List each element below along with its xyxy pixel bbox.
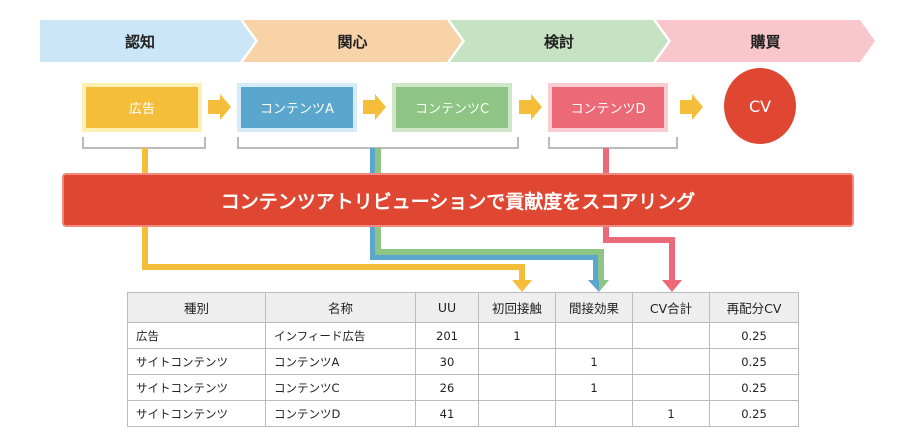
table-cell: サイトコンテンツ [127,400,266,427]
stage-purchase: 購買 [750,32,781,51]
cv-circle [724,68,796,144]
content-c-box [396,87,508,128]
column-header: CV合計 [632,292,710,323]
table-cell: 30 [415,348,479,375]
column-header: 再配分CV [709,292,799,323]
table-cell: 0.25 [709,322,799,349]
table-cell: コンテンツA [265,348,416,375]
column-header: 種別 [127,292,266,323]
column-header: UU [415,292,479,323]
table-cell: 201 [415,322,479,349]
content-d-label: コンテンツD [570,102,646,117]
table-cell [478,400,556,427]
ad-box [86,87,198,128]
attribution-banner: コンテンツアトリビューションで貢献度をスコアリング [62,173,854,227]
ad-label: 広告 [128,102,155,117]
content-a-box [241,87,353,128]
table-cell: サイトコンテンツ [127,374,266,401]
table-cell: 1 [555,348,633,375]
table-cell: 26 [415,374,479,401]
flow-arrows [208,94,703,120]
stage-chevron-awareness [40,20,255,62]
stage-interest: 関心 [337,32,368,51]
stage-consideration: 検討 [543,32,574,51]
table-cell: 0.25 [709,374,799,401]
table-cell [632,374,710,401]
table-cell [555,322,633,349]
table-cell: コンテンツC [265,374,416,401]
column-header: 間接効果 [555,292,633,323]
cv-label: CV [748,96,772,116]
stage-awareness: 認知 [124,32,155,51]
table-cell [478,348,556,375]
content-a-label: コンテンツA [260,102,334,117]
table-cell [632,322,710,349]
brackets [82,137,678,149]
table-cell: 1 [632,400,710,427]
stage-chevron-purchase [656,20,875,62]
stage-chevron-consideration [450,20,668,62]
table-cell [632,348,710,375]
table-cell: 広告 [127,322,266,349]
table-cell: 41 [415,400,479,427]
content-d-box [552,87,664,128]
stage-chevron-interest [243,20,462,62]
content-c-label: コンテンツC [414,102,490,117]
table-cell [555,400,633,427]
table-cell: 0.25 [709,400,799,427]
column-header: 名称 [265,292,416,323]
table-cell: サイトコンテンツ [127,348,266,375]
table-cell: コンテンツD [265,400,416,427]
table-cell: 1 [478,322,556,349]
column-header: 初回接触 [478,292,556,323]
table-cell: 0.25 [709,348,799,375]
table-cell: インフィード広告 [265,322,416,349]
table-cell [478,374,556,401]
table-cell: 1 [555,374,633,401]
